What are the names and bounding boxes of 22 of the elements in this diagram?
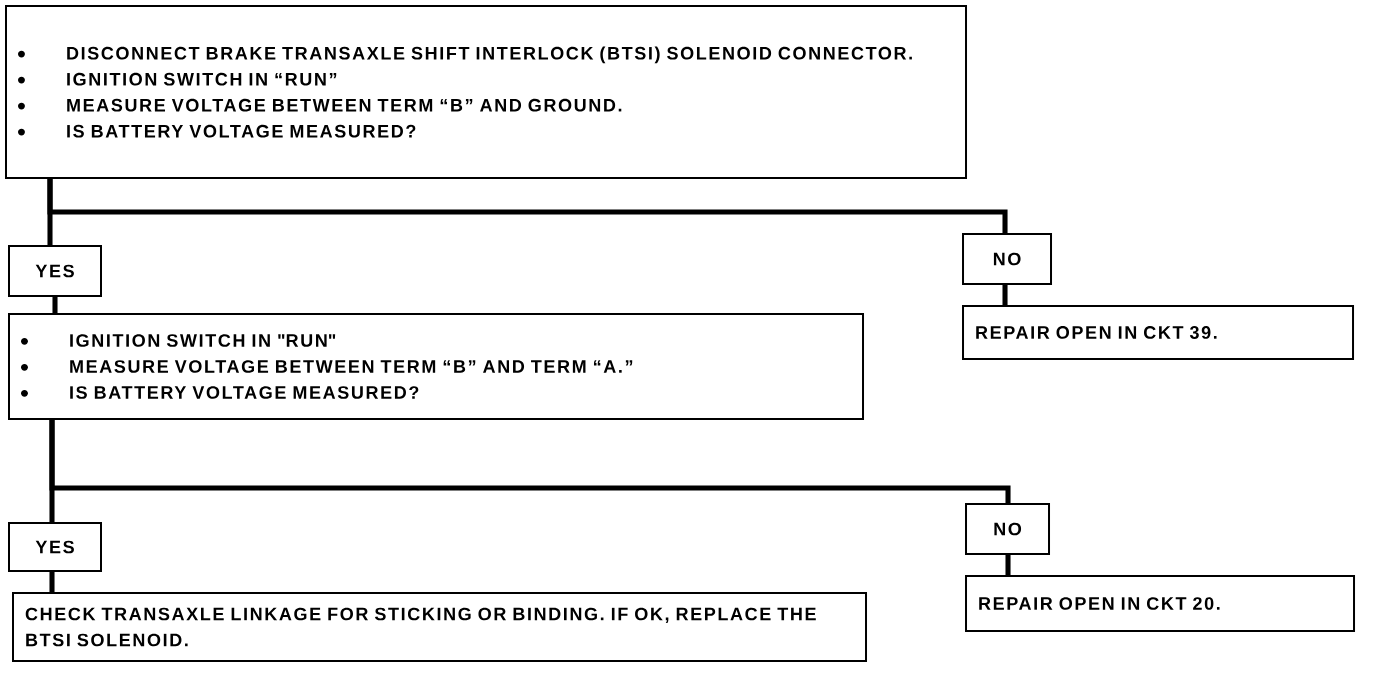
answer-box: NO bbox=[962, 233, 1052, 285]
connector-line bbox=[49, 420, 1011, 503]
answer-box: YES bbox=[8, 245, 102, 297]
bullet-text: MEASURE VOLTAGE BETWEEN TERM “B” AND TERM “A.” bbox=[70, 360, 633, 373]
connector-line bbox=[1005, 555, 1011, 575]
answer-box: YES bbox=[8, 522, 102, 572]
connector-line bbox=[52, 297, 58, 313]
bullet-text: IS BATTERY VOLTAGE MEASURED? bbox=[67, 124, 416, 138]
answer-box: NO bbox=[965, 503, 1050, 555]
bullet-text: IS BATTERY VOLTAGE MEASURED? bbox=[70, 386, 419, 399]
bullet-text: IGNITION SWITCH IN "RUN" bbox=[70, 334, 336, 347]
step-box bbox=[5, 5, 967, 179]
step-box bbox=[8, 313, 864, 420]
action-box: REPAIR OPEN IN CKT 39. bbox=[962, 305, 1354, 360]
bullet-text: MEASURE VOLTAGE BETWEEN TERM “B” AND GROUND. bbox=[67, 98, 622, 112]
bullet-text: DISCONNECT BRAKE TRANSAXLE SHIFT INTERLOCK (BTSI) SOLENOID CONNECTOR. bbox=[67, 46, 912, 64]
connector-line bbox=[1002, 285, 1008, 305]
bullet-text: IGNITION SWITCH IN “RUN” bbox=[67, 72, 337, 86]
connector-line bbox=[49, 572, 55, 592]
action-box: REPAIR OPEN IN CKT 20. bbox=[965, 575, 1355, 632]
connector-line bbox=[47, 179, 1008, 233]
action-box: CHECK TRANSAXLE LINKAGE FOR STICKING OR BINDING. IF OK, REPLACE THE BTSI SOLENOID. bbox=[12, 592, 867, 662]
